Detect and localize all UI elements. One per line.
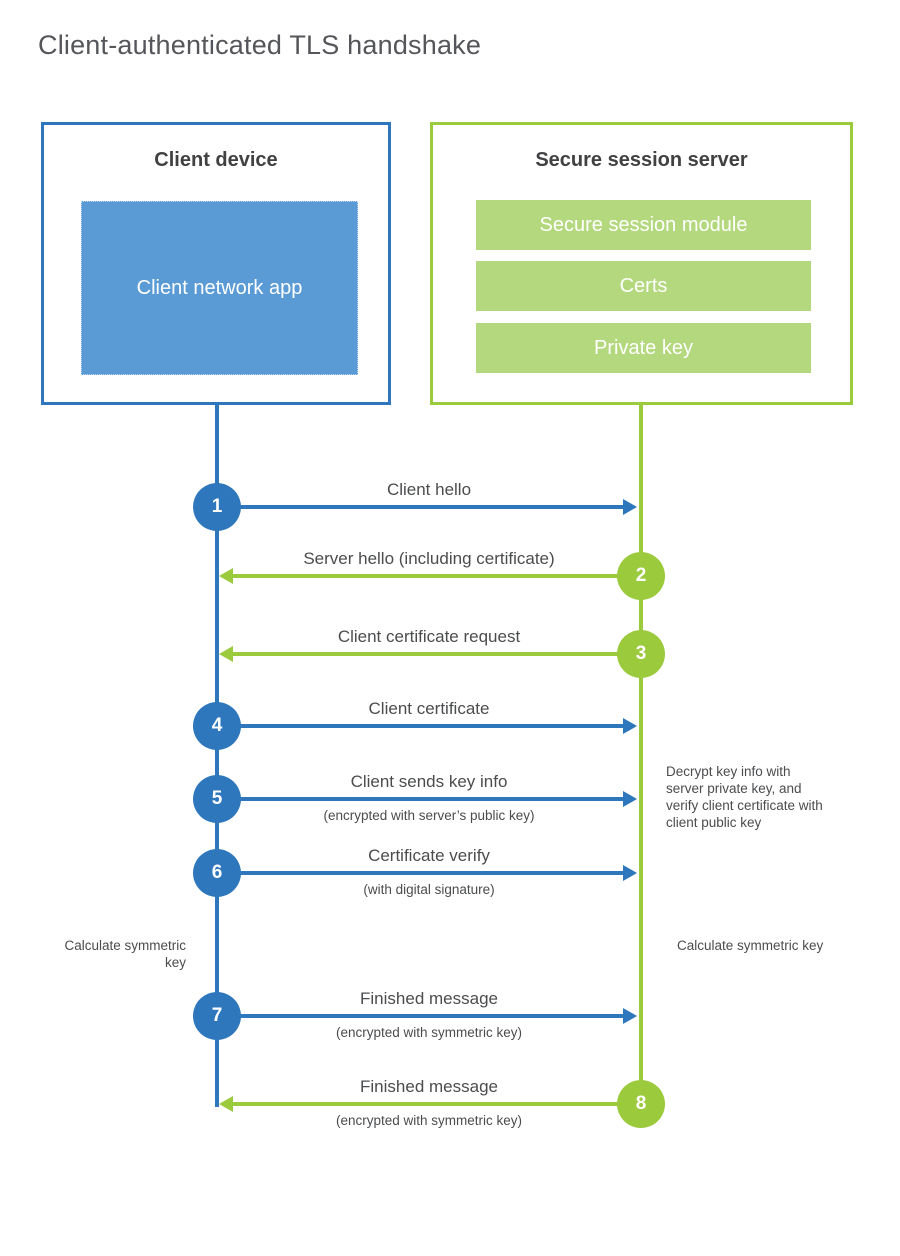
step-circle-2: 2 (617, 552, 665, 600)
arrow-cert-request (219, 646, 641, 662)
client-calc-symmetric-key-note: Calculate symmetric key (64, 938, 186, 970)
arrowhead-right-icon (623, 791, 637, 807)
secure-session-server-title: Secure session server (535, 149, 748, 171)
arrowhead-right-icon (623, 499, 637, 515)
server-lifeline (639, 405, 643, 1104)
message-sub-certificate-verify: (with digital signature) (363, 882, 495, 897)
message-label-cert-request: Client certificate request (337, 627, 521, 646)
arrow-key-info (217, 791, 637, 807)
arrowhead-left-icon (219, 1096, 233, 1112)
server-module-secure-session: Secure session module (476, 200, 811, 250)
step-circle-8: 8 (617, 1080, 665, 1128)
server-module-private-key: Private key (476, 323, 811, 373)
secure-session-server-box: Secure session server Secure session mod… (430, 122, 853, 405)
step-circle-7: 7 (193, 992, 241, 1040)
message-label-client-certificate: Client certificate (368, 699, 490, 718)
message-sub-finished-client: (encrypted with symmetric key) (335, 1025, 523, 1040)
arrowhead-right-icon (623, 865, 637, 881)
step-circle-5: 5 (193, 775, 241, 823)
client-device-title: Client device (154, 149, 278, 171)
message-label-key-info: Client sends key info (350, 772, 508, 791)
message-sub-key-info: (encrypted with server’s public key) (323, 808, 535, 823)
arrow-client-hello (217, 499, 637, 515)
arrow-certificate-verify (217, 865, 637, 881)
step-circle-3: 3 (617, 630, 665, 678)
arrow-finished-server (219, 1096, 641, 1112)
arrowhead-right-icon (623, 718, 637, 734)
step-circle-1: 1 (193, 483, 241, 531)
arrowhead-left-icon (219, 646, 233, 662)
arrowhead-left-icon (219, 568, 233, 584)
arrowhead-right-icon (623, 1008, 637, 1024)
page-title: Client-authenticated TLS handshake (38, 30, 482, 60)
message-label-client-hello: Client hello (386, 480, 472, 499)
client-device-box: Client device Client network app (41, 122, 391, 405)
arrow-finished-client (217, 1008, 637, 1024)
message-label-finished-server: Finished message (360, 1077, 498, 1096)
step-circle-4: 4 (193, 702, 241, 750)
arrow-client-certificate (217, 718, 637, 734)
client-lifeline (215, 405, 219, 1107)
message-label-server-hello: Server hello (including certificate) (303, 549, 555, 568)
server-calc-symmetric-key-note: Calculate symmetric key (677, 938, 824, 953)
server-module-certs: Certs (476, 261, 811, 311)
message-label-finished-client: Finished message (360, 989, 498, 1008)
message-sub-finished-server: (encrypted with symmetric key) (335, 1113, 523, 1128)
arrow-server-hello (219, 568, 641, 584)
client-network-app-node: Client network app (81, 201, 358, 375)
step-circle-6: 6 (193, 849, 241, 897)
message-label-certificate-verify: Certificate verify (368, 846, 490, 865)
server-decrypt-note: Decrypt key info with server private key… (666, 764, 823, 830)
